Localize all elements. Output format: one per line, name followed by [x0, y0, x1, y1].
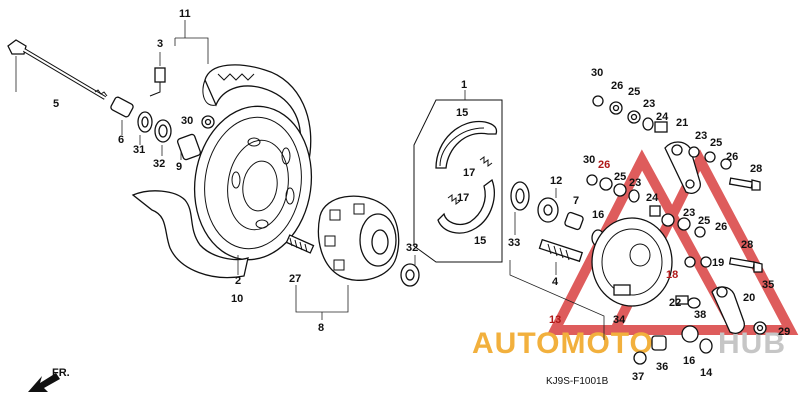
brake-shoe-frame: [413, 99, 503, 263]
label-part-26-mid: 26: [598, 159, 610, 171]
watermark-text-secondary: HUB: [718, 327, 786, 360]
label-part-16-lower: 16: [683, 355, 695, 367]
label-part-30-mid: 30: [583, 154, 595, 166]
label-part-29: 29: [778, 326, 790, 338]
valve-part-10: [149, 67, 166, 97]
stud-part-27: [285, 234, 315, 254]
label-part-27: 27: [289, 273, 301, 285]
bottom-hardware: [633, 295, 713, 365]
label-part-28-lower: 28: [741, 239, 753, 251]
bearing-part-31: [137, 111, 153, 133]
label-part-24-mid: 24: [646, 192, 659, 204]
label-part-17-lower: 17: [457, 192, 469, 204]
label-part-7: 7: [573, 195, 579, 207]
parts-chain-middle: [586, 174, 706, 238]
label-part-38: 38: [694, 309, 706, 321]
nut-part-30-left: [201, 115, 215, 129]
label-part-13: 13: [549, 314, 561, 326]
label-part-10: 10: [231, 293, 243, 305]
direction-label: FR.: [52, 367, 70, 379]
label-part-35: 35: [762, 279, 774, 291]
label-part-11: 11: [179, 8, 191, 20]
bearing-part-33: [510, 181, 530, 211]
brake-shoe-part-15-lower: [437, 178, 495, 234]
label-part-26-right: 26: [726, 151, 738, 163]
label-part-33: 33: [508, 237, 520, 249]
seal-part-32-left: [154, 119, 172, 143]
label-part-23-mid: 23: [629, 177, 641, 189]
label-part-16-upper: 16: [592, 209, 604, 221]
label-part-24-top: 24: [656, 111, 669, 123]
label-part-26-lower: 26: [715, 221, 727, 233]
label-part-25-right: 25: [710, 137, 722, 149]
axle-part-5: [7, 39, 108, 100]
arm-part-20: [711, 286, 745, 334]
label-part-23-top: 23: [643, 98, 655, 110]
label-part-31: 31: [133, 144, 145, 156]
leader-lines: [15, 20, 605, 340]
label-part-4: 4: [552, 276, 559, 288]
label-part-23-right: 23: [695, 130, 707, 142]
label-part-1: 1: [461, 79, 467, 91]
label-part-28-top: 28: [750, 163, 762, 175]
diagram-code: KJ9S-F1001B: [546, 376, 609, 387]
watermark-text-primary: AUTOMOTO: [472, 327, 654, 360]
label-part-2: 2: [235, 275, 241, 287]
right-hardware: [684, 146, 767, 335]
label-part-15-upper: 15: [456, 107, 468, 119]
label-part-17-upper: 17: [463, 167, 475, 179]
part-7: [564, 211, 584, 231]
wheel-rim-part-2: [193, 105, 313, 261]
label-part-21: 21: [676, 117, 688, 129]
brake-panel: [591, 217, 673, 307]
cam-part-4: [538, 238, 584, 263]
label-part-32-left: 32: [153, 158, 165, 170]
label-part-9: 9: [176, 161, 182, 173]
label-part-12: 12: [550, 175, 562, 187]
front-direction-arrow: FR.: [28, 367, 70, 392]
label-part-30-left: 30: [181, 115, 193, 127]
label-part-34: 34: [613, 314, 626, 326]
collar-part-9: [176, 133, 202, 161]
spring-part-17-lower: [447, 194, 461, 205]
label-part-19: 19: [712, 257, 724, 269]
seal-part-32-right: [400, 263, 420, 287]
label-part-3: 3: [157, 38, 163, 50]
label-part-25-lower: 25: [698, 215, 710, 227]
brake-shoe-part-15-upper: [435, 120, 498, 169]
spring-part-17-upper: [479, 156, 493, 167]
parts-chain-top: [592, 95, 668, 133]
label-part-8: 8: [318, 322, 324, 334]
label-part-36: 36: [656, 361, 668, 373]
label-part-22: 22: [669, 297, 681, 309]
label-part-20: 20: [743, 292, 755, 304]
hub-part-8: [317, 195, 400, 281]
label-part-15-lower: 15: [474, 235, 486, 247]
label-part-25-mid: 25: [614, 171, 626, 183]
gear-part-12: [537, 197, 559, 223]
label-part-5: 5: [53, 98, 59, 110]
label-part-23-lower: 23: [683, 207, 695, 219]
part-labels: 11 3 5 6 31 32 9 30 2 10 27 8 32 1 15 15…: [53, 8, 790, 383]
label-part-26-top: 26: [611, 80, 623, 92]
label-part-6: 6: [118, 134, 124, 146]
label-part-37: 37: [632, 371, 644, 383]
label-part-30-top: 30: [591, 67, 603, 79]
label-part-14: 14: [700, 367, 713, 379]
label-part-32-right: 32: [406, 242, 418, 254]
label-part-18: 18: [666, 269, 678, 281]
label-part-25-top: 25: [628, 86, 640, 98]
tube-part: [131, 190, 249, 279]
collar-part-6: [110, 96, 134, 118]
